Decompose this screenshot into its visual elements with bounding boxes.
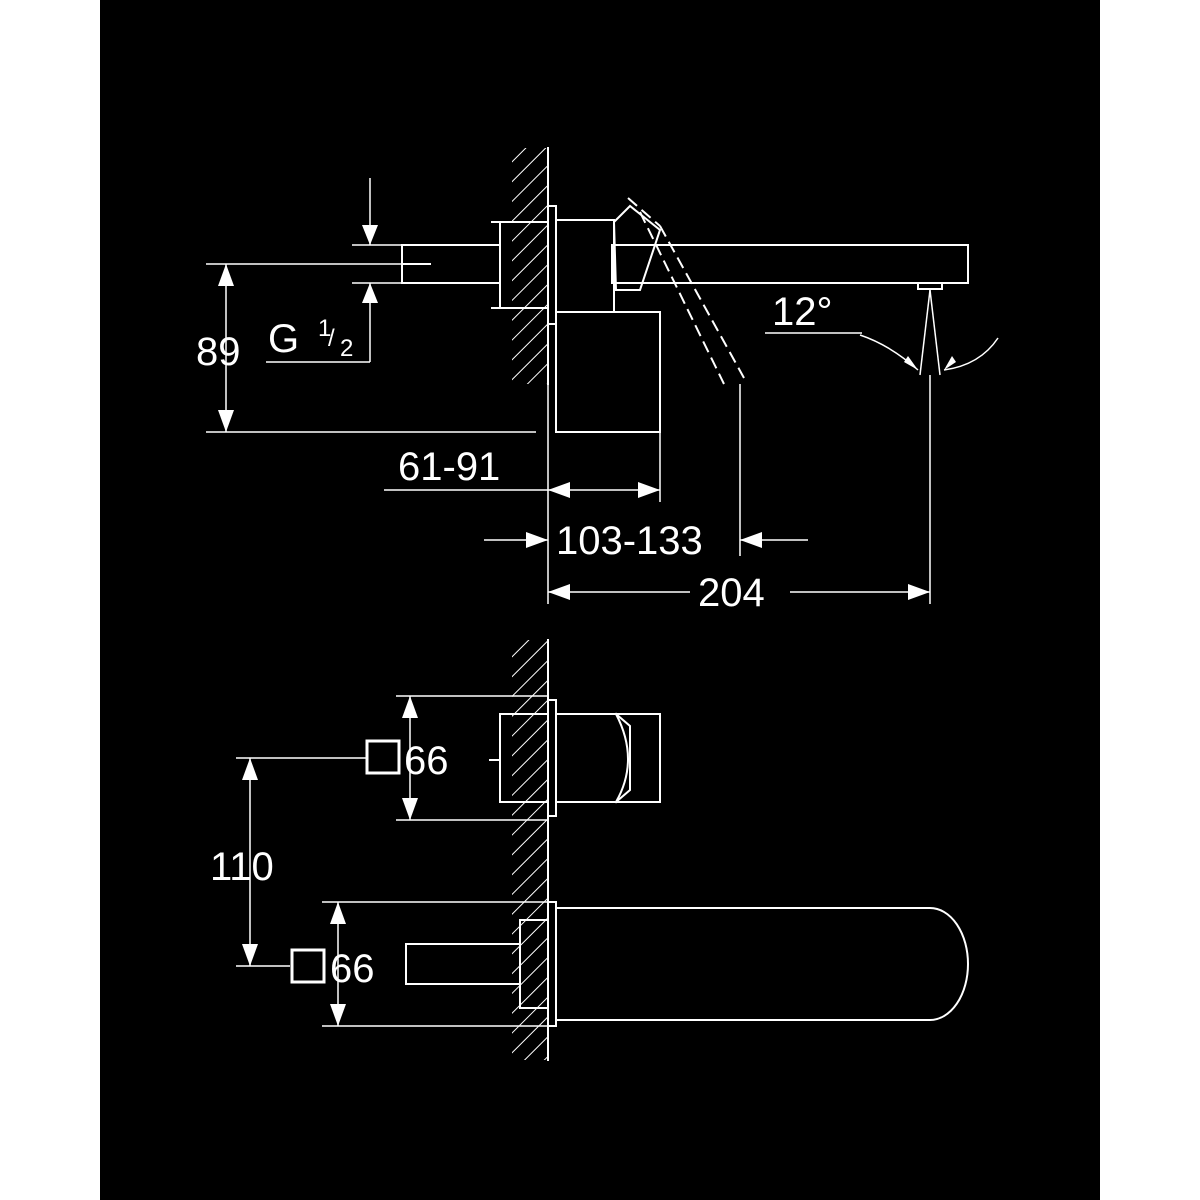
spout-angle-label: 12° [772,290,833,334]
spout-inlet-plan [405,943,521,985]
projection-204-label: 204 [698,571,765,615]
square-66-top-label: 66 [404,739,449,783]
height-89-label: 89 [196,330,241,374]
plan-view: 66 110 66 [210,639,969,1061]
svg-text:/: / [328,325,335,352]
handle-rough-plan [499,713,549,803]
mounting-flange [547,205,557,325]
handle-body-plan [555,713,661,803]
thread-label: G [268,317,299,361]
thread-numerator: 1 [318,315,331,342]
offset-61-91-label: 61-91 [398,445,500,489]
side-view: 12° G 1 / 2 89 61-91 103-133 [196,147,999,615]
thread-denominator: 2 [340,335,353,362]
spout [611,244,969,284]
drawing-panel [100,0,1100,1200]
spacing-110-label: 110 [210,845,274,889]
square-symbol-top [365,739,401,775]
wall-hatch-bottom [512,639,549,1061]
wall-hatch-top [512,147,549,385]
spout-flange-plan [547,901,557,1027]
handle-swing-dashed [627,197,745,385]
handle-body [555,219,615,313]
handle-flange-plan [547,699,557,817]
square-symbol-bottom [290,948,326,984]
handle-lever [612,204,662,291]
escutcheon-plate [555,311,661,433]
spout-plan [555,907,969,1021]
projection-103-133-label: 103-133 [556,519,703,563]
aerator [917,282,943,290]
square-66-bottom-label: 66 [330,947,375,991]
